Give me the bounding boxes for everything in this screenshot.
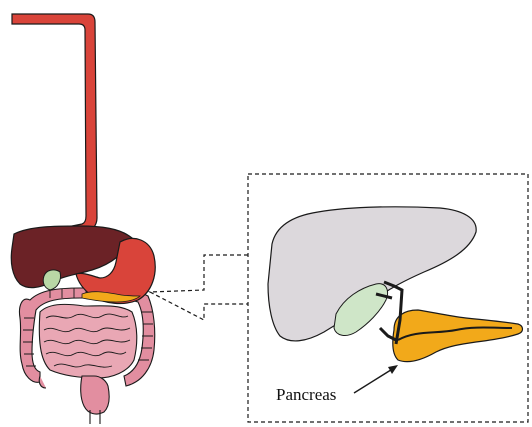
- gallbladder-icon: [43, 270, 60, 290]
- zoom-callout-connector: [150, 255, 248, 320]
- pancreas-label: Pancreas: [276, 385, 336, 404]
- esophagus-icon: [12, 14, 97, 236]
- appendix-icon: [39, 376, 46, 388]
- rectum-icon: [81, 376, 110, 414]
- digestive-system-overview: [11, 14, 155, 424]
